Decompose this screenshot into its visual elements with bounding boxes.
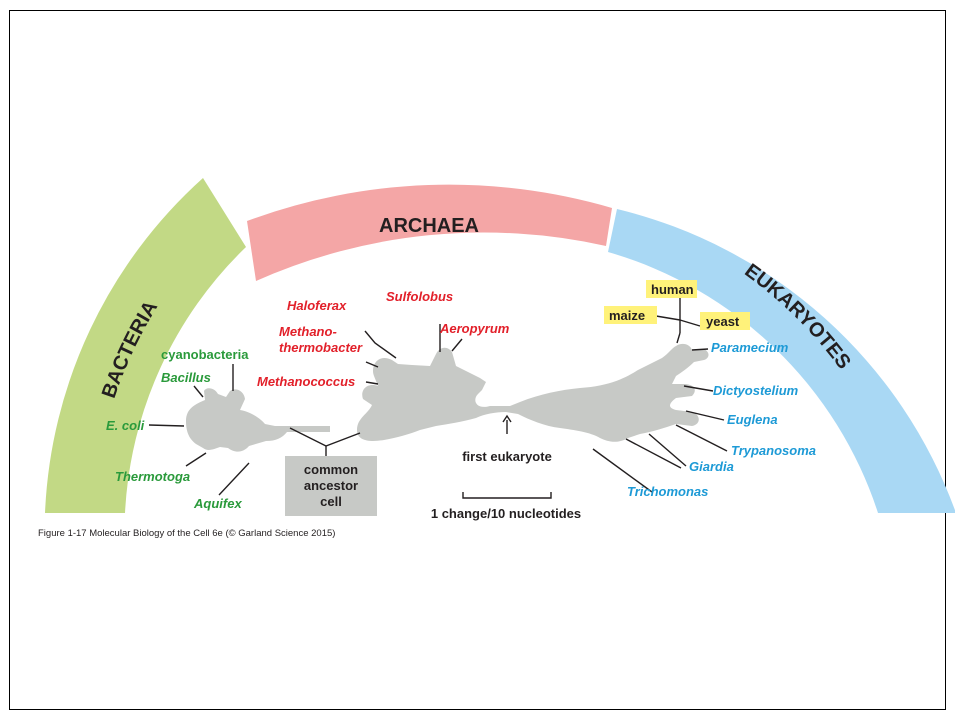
label-yeast: yeast — [706, 314, 740, 329]
archaea-band — [247, 184, 612, 281]
leader-lines — [148, 298, 728, 499]
figure-caption: Figure 1-17 Molecular Biology of the Cel… — [38, 528, 336, 539]
scale-label: 1 change/10 nucleotides — [431, 506, 581, 521]
label-methanothermobacter-line1: Methano- — [279, 324, 337, 339]
label-aeropyrum: Aeropyrum — [439, 321, 510, 336]
label-aquifex: Aquifex — [193, 496, 242, 511]
label-bacillus: Bacillus — [161, 370, 211, 385]
label-thermotoga: Thermotoga — [115, 469, 190, 484]
label-trichomonas: Trichomonas — [627, 484, 708, 499]
label-paramecium: Paramecium — [711, 340, 789, 355]
label-ecoli: E. coli — [106, 418, 145, 433]
label-sulfolobus: Sulfolobus — [386, 289, 453, 304]
label-cyanobacteria: cyanobacteria — [161, 347, 249, 362]
label-first-eukaryote: first eukaryote — [462, 449, 552, 464]
common-ancestor-line1: common — [304, 462, 358, 477]
label-giardia: Giardia — [689, 459, 734, 474]
highlight-boxes — [604, 280, 750, 330]
label-methanococcus: Methanococcus — [257, 374, 355, 389]
label-haloferax: Haloferax — [287, 298, 347, 313]
label-methanothermobacter-line2: thermobacter — [279, 340, 363, 355]
archaea-label: ARCHAEA — [379, 215, 479, 237]
label-dictyostelium: Dictyostelium — [713, 383, 799, 398]
common-ancestor-box — [285, 456, 377, 516]
label-maize: maize — [609, 308, 645, 323]
common-ancestor-line2: ancestor — [304, 478, 358, 493]
common-ancestor-line3: cell — [320, 494, 342, 509]
label-trypanosoma: Trypanosoma — [731, 443, 816, 458]
bacteria-band — [45, 178, 246, 513]
tree-body — [186, 343, 709, 452]
label-euglena: Euglena — [727, 412, 778, 427]
label-human: human — [651, 282, 694, 297]
